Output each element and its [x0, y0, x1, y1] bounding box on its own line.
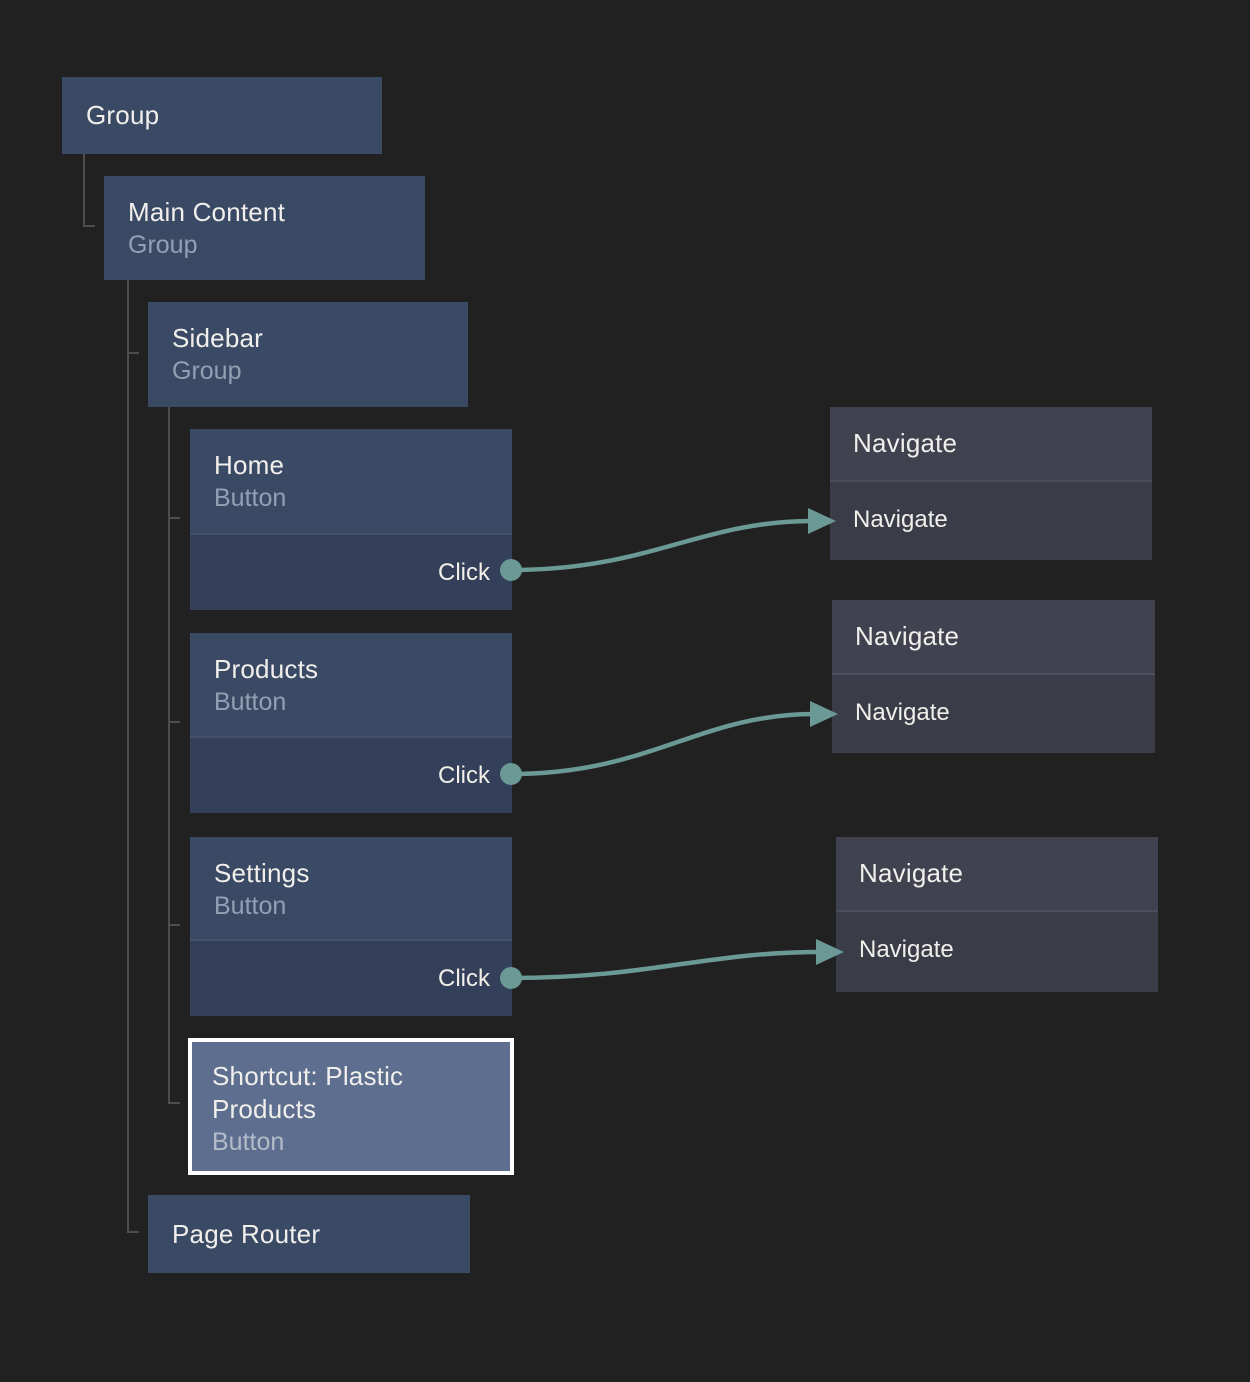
node-group[interactable]: Group	[62, 77, 382, 154]
node-products-type: Button	[214, 688, 287, 716]
tree-line-main-content	[127, 280, 129, 1233]
tree-line-group	[83, 154, 85, 227]
wire-settings-to-navigate	[510, 949, 821, 981]
wire-products-to-navigate	[510, 711, 815, 777]
tree-elbow-settings	[168, 924, 180, 926]
action-node-navigate-home[interactable]: Navigate Navigate	[830, 407, 1152, 560]
navigate-settings-input-label: Navigate	[859, 936, 954, 963]
node-home-title: Home	[214, 450, 285, 480]
node-sidebar[interactable]: Sidebar Group	[148, 302, 468, 407]
action-node-navigate-settings[interactable]: Navigate Navigate	[836, 837, 1158, 992]
node-main-content[interactable]: Main Content Group	[104, 176, 425, 280]
navigate-home-input-label: Navigate	[853, 506, 948, 533]
node-sidebar-type: Group	[172, 357, 242, 385]
tree-elbow-home	[168, 517, 180, 519]
tree-elbow-sidebar	[127, 352, 139, 354]
wire-home-to-navigate	[510, 518, 813, 573]
node-settings-type: Button	[214, 892, 287, 920]
action-node-navigate-products[interactable]: Navigate Navigate	[832, 600, 1155, 753]
tree-elbow-main-content	[83, 225, 95, 227]
tree-elbow-products	[168, 721, 180, 723]
home-click-label: Click	[438, 558, 490, 586]
navigate-products-input-port[interactable]: Navigate	[832, 675, 1155, 751]
node-home-type: Button	[214, 484, 287, 512]
node-main-content-type: Group	[128, 231, 198, 259]
node-settings-title: Settings	[214, 858, 310, 888]
tree-elbow-page-router	[127, 1231, 139, 1233]
navigate-settings-input-port[interactable]: Navigate	[836, 912, 1158, 988]
navigate-home-input-port[interactable]: Navigate	[830, 482, 1152, 558]
node-sidebar-title: Sidebar	[172, 323, 264, 353]
settings-click-event-row[interactable]: Click	[190, 939, 512, 1016]
navigate-products-title: Navigate	[855, 621, 960, 651]
node-settings[interactable]: Settings Button Click	[190, 837, 512, 1016]
navigate-settings-title: Navigate	[859, 858, 964, 888]
products-click-event-row[interactable]: Click	[190, 736, 512, 813]
settings-click-label: Click	[438, 964, 490, 992]
tree-line-sidebar	[168, 407, 170, 1104]
node-shortcut-title: Shortcut: Plastic Products	[212, 1061, 404, 1124]
node-group-title: Group	[86, 100, 160, 130]
node-shortcut-plastic-products[interactable]: Shortcut: Plastic Products Button	[188, 1038, 514, 1175]
tree-elbow-shortcut	[168, 1102, 180, 1104]
node-page-router[interactable]: Page Router	[148, 1195, 470, 1273]
node-page-router-title: Page Router	[172, 1218, 321, 1249]
navigate-home-title: Navigate	[853, 428, 958, 458]
node-products-title: Products	[214, 654, 319, 684]
navigate-products-input-label: Navigate	[855, 699, 950, 726]
products-click-label: Click	[438, 761, 490, 789]
home-click-event-row[interactable]: Click	[190, 533, 512, 610]
node-shortcut-type: Button	[212, 1128, 285, 1156]
node-main-content-title: Main Content	[128, 197, 286, 227]
node-products[interactable]: Products Button Click	[190, 633, 512, 813]
node-home[interactable]: Home Button Click	[190, 429, 512, 610]
